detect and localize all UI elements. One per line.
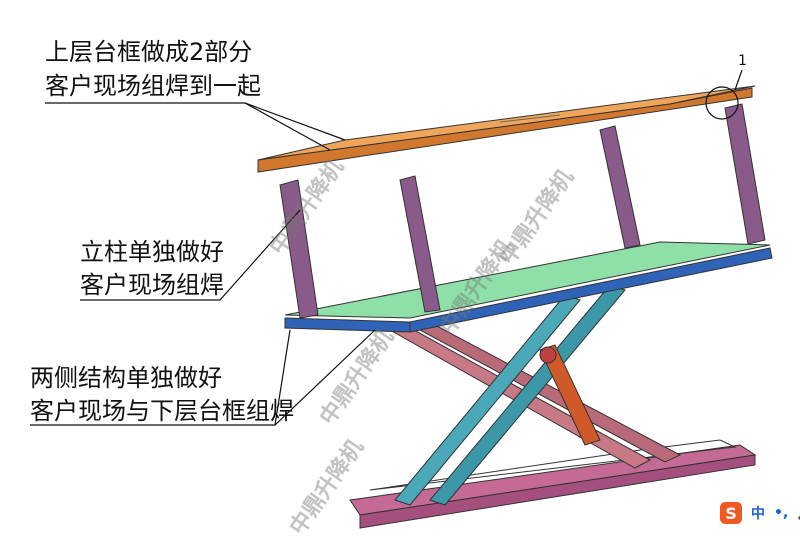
annotation-top-line1: 上层台框做成2部分 [45, 38, 253, 66]
ime-mode-toggle[interactable]: 中 [751, 506, 765, 522]
annotation-columns-line2: 客户现场组焊 [80, 271, 224, 299]
microphone-icon[interactable]: 🎤 [797, 505, 800, 521]
leader-lines [30, 69, 743, 426]
annotation-top-line2: 客户现场组焊到一起 [45, 72, 261, 100]
annotation-side-line2: 客户现场与下层台框组焊 [30, 397, 294, 425]
top-platform [257, 85, 756, 173]
columns [279, 103, 766, 319]
annotation-columns-line1: 立柱单独做好 [80, 238, 224, 266]
scissor-arms [388, 284, 682, 506]
punctuation-toggle[interactable]: •, [774, 505, 789, 521]
detail-marker: 1 [738, 53, 747, 69]
annotation-side-line1: 两侧结构单独做好 [30, 364, 222, 392]
sogou-logo-icon[interactable]: S [720, 502, 742, 524]
ime-toolbar[interactable]: S 中 •, 🎤 [720, 502, 800, 524]
middle-platform [284, 241, 773, 333]
